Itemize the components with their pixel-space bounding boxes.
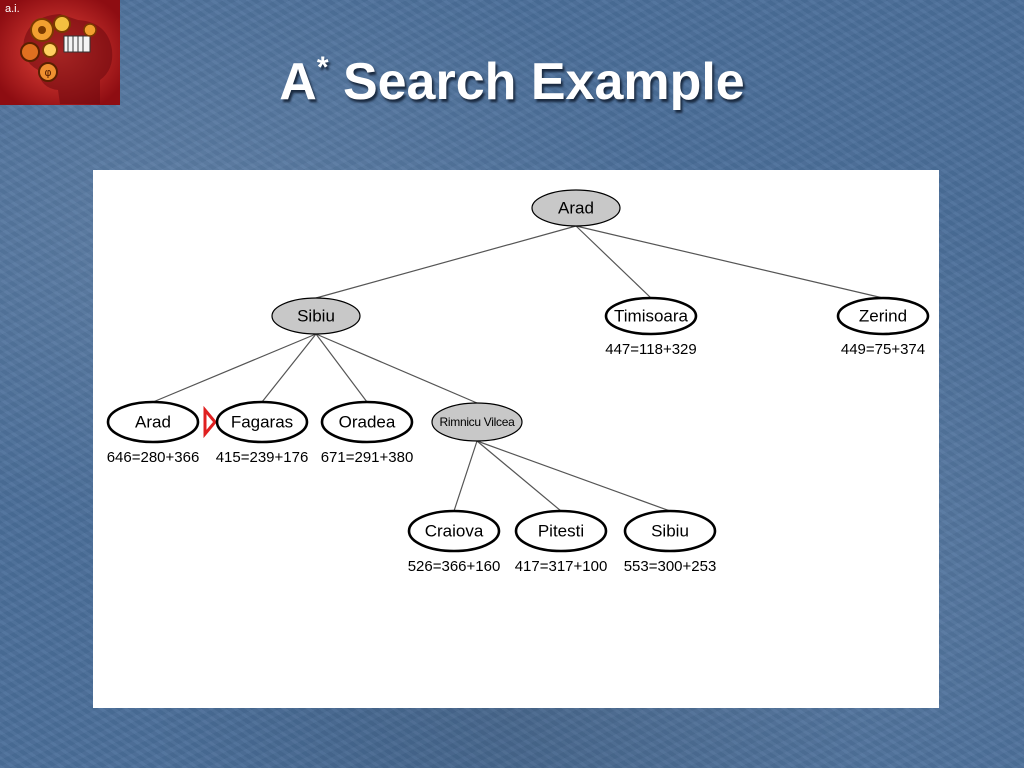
- arad-root-label: Arad: [558, 199, 594, 218]
- tree-edge-sibiu-rimnicu: [315, 333, 478, 404]
- svg-text:φ: φ: [44, 66, 51, 79]
- timisoara-f-value: 447=118+329: [605, 341, 697, 358]
- sibiu-child-f-value: 553=300+253: [624, 558, 717, 575]
- zerind-f-value: 449=75+374: [841, 341, 925, 358]
- arad-child-f-value: 646=280+366: [107, 449, 200, 466]
- node-pitesti: Pitesti 417=317+100: [514, 509, 608, 575]
- craiova-label: Craiova: [425, 522, 484, 541]
- rimnicu-vilcea-ellipse: [431, 402, 523, 442]
- tree-edge-arad_root-zerind: [575, 225, 884, 299]
- sibiu-child-ellipse: [623, 509, 717, 553]
- fagaras-label: Fagaras: [231, 413, 293, 432]
- pitesti-ellipse: [514, 509, 608, 553]
- craiova-f-value: 526=366+160: [408, 558, 501, 575]
- next-expand-marker: [203, 405, 217, 439]
- sibiu-child-label: Sibiu: [651, 522, 689, 541]
- node-zerind: Zerind 449=75+374: [836, 296, 930, 358]
- slide-title: A* Search Example: [0, 50, 1024, 112]
- tree-edge-rimnicu-pitesti: [476, 440, 562, 512]
- fagaras-f-value: 415=239+176: [216, 449, 309, 466]
- node-timisoara: Timisoara 447=118+329: [604, 296, 698, 358]
- node-craiova: Craiova 526=366+160: [407, 509, 501, 575]
- node-arad-root: Arad: [531, 189, 621, 227]
- node-sibiu: Sibiu: [271, 297, 361, 335]
- logo-text: a.i.: [5, 3, 20, 15]
- tree-edge-sibiu-arad2: [152, 333, 317, 403]
- zerind-ellipse: [836, 296, 930, 336]
- oradea-f-value: 671=291+380: [321, 449, 414, 466]
- tree-edges: [152, 225, 884, 512]
- arad-child-label: Arad: [135, 413, 171, 432]
- title-asterisk: *: [316, 50, 329, 84]
- search-tree-panel: Arad Sibiu Timisoara 447=118+329 Zerind …: [93, 170, 939, 708]
- zerind-label: Zerind: [859, 307, 907, 326]
- sibiu-label: Sibiu: [297, 307, 335, 326]
- fagaras-ellipse: [215, 400, 309, 444]
- rimnicu-vilcea-label: Rimnicu Vilcea: [440, 415, 516, 429]
- node-fagaras: Fagaras 415=239+176: [215, 400, 309, 466]
- pitesti-label: Pitesti: [538, 522, 584, 541]
- tree-edge-sibiu-fagaras: [261, 333, 317, 403]
- search-tree-diagram: Arad Sibiu Timisoara 447=118+329 Zerind …: [106, 189, 930, 575]
- node-oradea: Oradea 671=291+380: [320, 400, 414, 466]
- pitesti-f-value: 417=317+100: [515, 558, 608, 575]
- arad-root-ellipse: [531, 189, 621, 227]
- title-main: A: [279, 53, 317, 111]
- node-arad-child: Arad 646=280+366: [106, 400, 200, 466]
- timisoara-label: Timisoara: [614, 307, 689, 326]
- tree-edge-rimnicu-craiova: [453, 440, 478, 512]
- sibiu-ellipse: [271, 297, 361, 335]
- oradea-label: Oradea: [339, 413, 396, 432]
- tree-edge-arad_root-timisoara: [575, 225, 652, 299]
- arad-child-ellipse: [106, 400, 200, 444]
- timisoara-ellipse: [604, 296, 698, 336]
- craiova-ellipse: [407, 509, 501, 553]
- title-rest: Search Example: [328, 53, 745, 111]
- tree-edge-sibiu-oradea: [315, 333, 368, 403]
- tree-edge-arad_root-sibiu: [315, 225, 577, 299]
- node-sibiu-child: Sibiu 553=300+253: [623, 509, 717, 575]
- oradea-ellipse: [320, 400, 414, 444]
- tree-edge-rimnicu-sibiu2: [476, 440, 671, 512]
- brain-gears-icon: φ: [0, 0, 120, 105]
- node-rimnicu-vilcea: Rimnicu Vilcea: [431, 402, 523, 442]
- ai-logo: a.i. φ: [0, 0, 120, 105]
